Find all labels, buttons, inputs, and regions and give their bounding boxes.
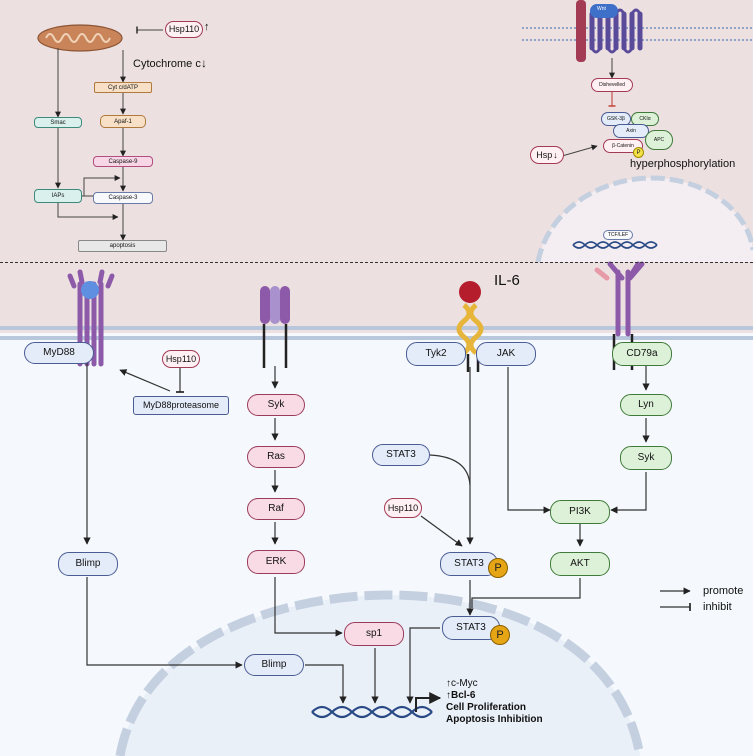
hsp110-up-arrow: ↑ [204, 21, 210, 33]
syk2-node: Syk [620, 446, 672, 470]
dishevelled-node: Dishevelled [591, 78, 633, 92]
wnt-connectors [561, 58, 616, 157]
apoptosis-inhibition-label: Apoptosis Inhibition [446, 714, 543, 725]
cytc-datp-node: Cyt c/dATP [94, 82, 152, 93]
caspase3-node: Caspase-3 [93, 192, 153, 204]
plasma-membrane [0, 326, 753, 340]
legend-inhibit-label: inhibit [703, 601, 732, 613]
myd88-node: MyD88 [24, 342, 94, 364]
caspase9-node: Caspase-9 [93, 156, 153, 167]
hsp110-stat3-node: Hsp110 [384, 498, 422, 518]
stat3-phospho-icon: P [488, 558, 508, 578]
akt-node: AKT [550, 552, 610, 576]
hsp110-myd88-node: Hsp110 [162, 350, 200, 368]
signaling-connectors [83, 360, 650, 704]
axin-node: Axin [613, 124, 649, 138]
wnt-phospho-icon: P [633, 147, 644, 158]
bcl6-label: ↑Bcl-6 [446, 690, 476, 701]
stat3-nucleus-phospho-icon: P [490, 625, 510, 645]
top-nucleus [535, 175, 753, 263]
cmyc-label: ↑c-Myc [446, 678, 478, 689]
smac-node: Smac [34, 117, 82, 128]
hsp110-mito-node: Hsp110 [165, 21, 203, 38]
top-membrane [522, 0, 753, 62]
nucleus [115, 590, 645, 756]
il6-label: IL-6 [494, 272, 520, 289]
raf-node: Raf [247, 498, 305, 520]
cell-proliferation-label: Cell Proliferation [446, 702, 527, 713]
lyn-node: Lyn [620, 394, 672, 416]
blimp-nucleus-node: Blimp [244, 654, 304, 676]
hyperphosphorylation-label: hyperphosphorylation [630, 158, 736, 170]
myd88-receptor [67, 269, 115, 367]
tyk2-node: Tyk2 [406, 342, 466, 366]
cytochrome-c-label: Cytochrome c [133, 58, 201, 70]
legend-promote-label: promote [703, 585, 744, 597]
wnt-label: Wnt [597, 6, 606, 12]
pi3k-node: PI3K [550, 500, 610, 524]
iaps-node: IAPs [34, 189, 82, 203]
dna-helix [311, 692, 442, 719]
bcr-receptor [260, 286, 290, 368]
il6-receptor [456, 281, 484, 372]
syk-node: Syk [247, 394, 305, 416]
myd88-proteasome-node: MyD88proteasome [133, 396, 229, 415]
mitochondrion [37, 24, 123, 52]
hsp-wnt-node: Hsp↓ [530, 146, 564, 164]
sp1-node: sp1 [344, 622, 404, 646]
cd79a-node: CD79a [612, 342, 672, 366]
gsk3b-node: GSK-3β [601, 112, 631, 126]
section-divider [0, 262, 753, 263]
cytochrome-down-arrow: ↓ [201, 56, 207, 70]
erk-node: ERK [247, 550, 305, 574]
stat3-free-node: STAT3 [372, 444, 430, 466]
jak-node: JAK [476, 342, 536, 366]
legend-glyphs [660, 587, 691, 612]
apaf1-node: Apaf-1 [100, 115, 146, 128]
apoptosis-node: apoptosis [78, 240, 167, 252]
tcf-lef-node: TCF/LEF [603, 230, 633, 240]
ck1a-node: CKIα [631, 112, 659, 126]
blimp-node: Blimp [58, 552, 118, 576]
apc-node: APC [645, 130, 673, 150]
ras-node: Ras [247, 446, 305, 468]
